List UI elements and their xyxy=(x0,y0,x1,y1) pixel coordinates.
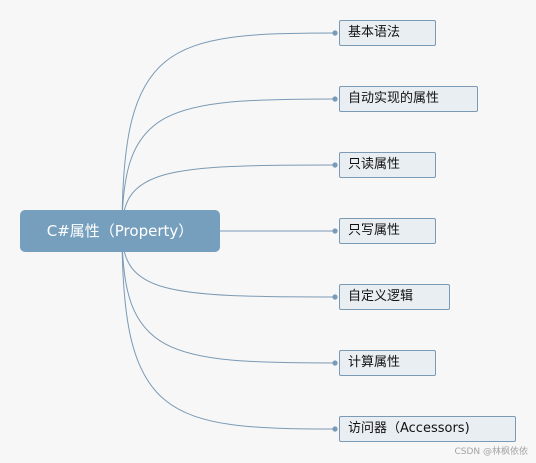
branch-label: 访问器（Accessors) xyxy=(348,421,470,436)
connector-lines xyxy=(121,30,338,432)
branch-label: 计算属性 xyxy=(348,355,401,370)
connector-dot-7 xyxy=(332,426,338,432)
connector-line-5 xyxy=(121,230,336,298)
connector-line-3 xyxy=(121,164,336,232)
connector-line-6 xyxy=(121,230,336,364)
branch-label: 基本语法 xyxy=(348,25,401,40)
branch-read-only-property[interactable]: 只读属性 xyxy=(339,152,436,178)
connector-dot-3 xyxy=(332,162,338,168)
root-topic[interactable]: C#属性（Property） xyxy=(20,210,220,252)
branch-label: 只写属性 xyxy=(348,223,401,238)
branch-auto-implemented-property[interactable]: 自动实现的属性 xyxy=(339,86,478,112)
branch-label: 自定义逻辑 xyxy=(348,289,414,304)
connector-line-2 xyxy=(121,98,336,232)
connector-dot-2 xyxy=(332,96,338,102)
branch-label: 只读属性 xyxy=(348,157,401,172)
watermark: CSDN @林枫依依 xyxy=(454,447,528,457)
branch-label: 自动实现的属性 xyxy=(348,91,440,106)
branch-write-only-property[interactable]: 只写属性 xyxy=(339,218,436,244)
connector-dot-1 xyxy=(332,30,338,36)
connector-dot-4 xyxy=(332,228,338,234)
branch-computed-property[interactable]: 计算属性 xyxy=(339,350,436,376)
root-topic-label: C#属性（Property） xyxy=(46,222,194,240)
branch-basic-syntax[interactable]: 基本语法 xyxy=(339,20,436,46)
branch-custom-logic[interactable]: 自定义逻辑 xyxy=(339,284,450,310)
connector-dot-5 xyxy=(332,294,338,300)
connector-line-7 xyxy=(121,230,336,430)
connector-line-1 xyxy=(121,32,336,232)
connector-dot-6 xyxy=(332,360,338,366)
branch-accessors[interactable]: 访问器（Accessors) xyxy=(339,416,516,442)
